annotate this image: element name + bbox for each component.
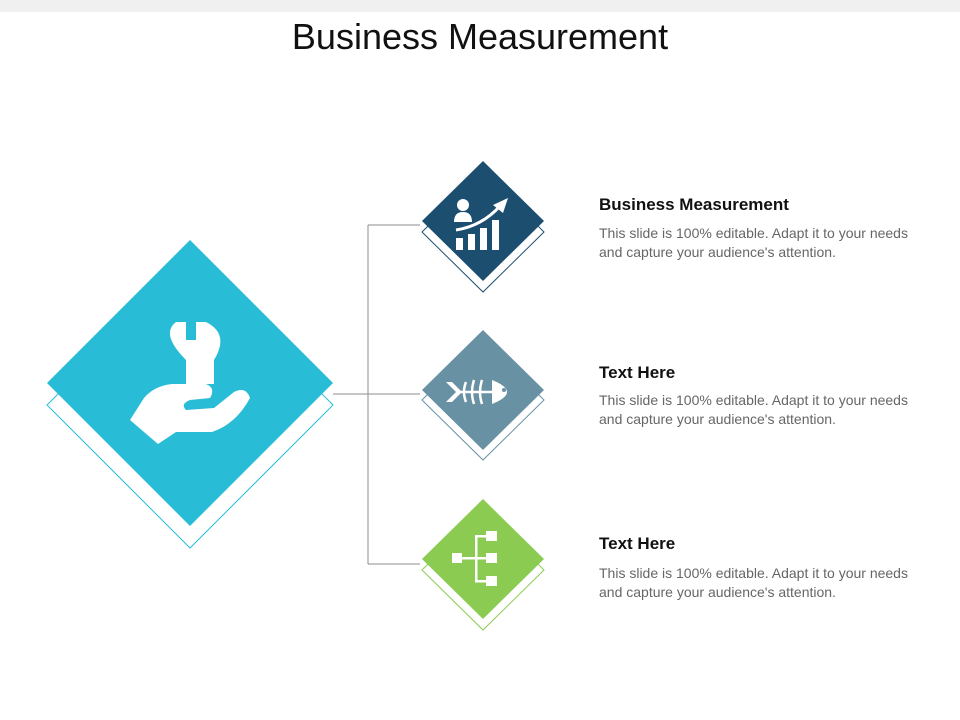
fish-bone-icon xyxy=(446,379,507,405)
top-bar xyxy=(0,0,960,12)
wrench-hand-icon xyxy=(130,322,250,444)
item-1-diamond xyxy=(421,161,545,293)
item-2-diamond xyxy=(421,330,545,461)
item-3-title: Text Here xyxy=(599,534,676,553)
item-2-title: Text Here xyxy=(599,363,676,382)
item-3-description: This slide is 100% editable. Adapt it to… xyxy=(599,565,908,600)
item-1-description: This slide is 100% editable. Adapt it to… xyxy=(599,225,908,260)
hierarchy-icon xyxy=(452,531,497,586)
connector-lines xyxy=(333,224,420,565)
item-2-description: This slide is 100% editable. Adapt it to… xyxy=(599,392,908,427)
item-1-title: Business Measurement xyxy=(599,195,789,214)
slide-title: Business Measurement xyxy=(291,16,669,57)
growth-chart-icon xyxy=(454,198,508,250)
item-3-diamond xyxy=(421,499,545,631)
